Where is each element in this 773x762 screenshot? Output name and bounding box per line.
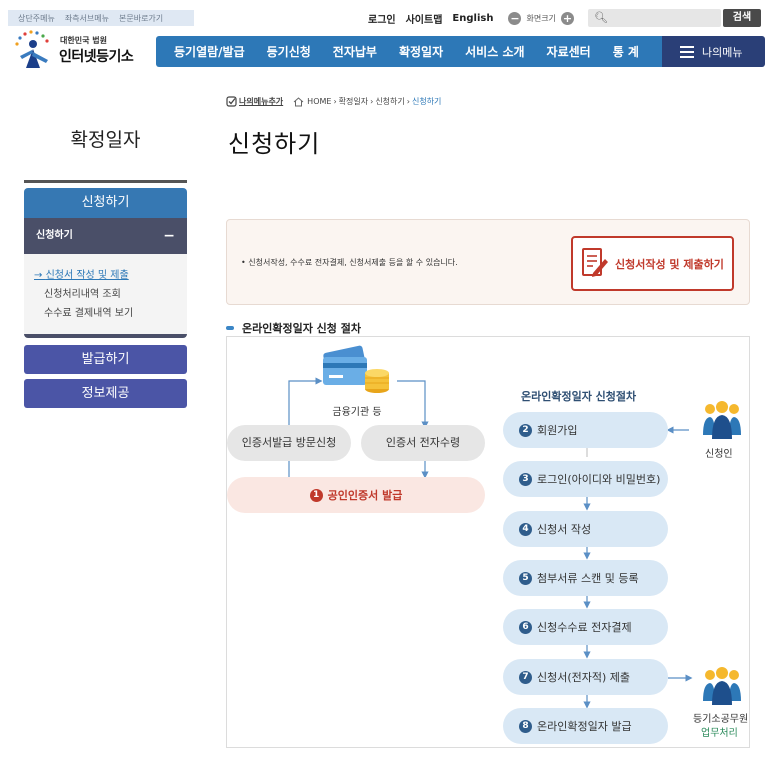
sidebar-item-payment-history[interactable]: 수수료 결제내역 보기 (44, 308, 134, 319)
zoom-out-button[interactable]: − (508, 11, 522, 25)
step-number: 1 (309, 488, 323, 502)
info-box: • 신청서작성, 수수료 전자결제, 신청서제출 등을 할 수 있습니다. 신청… (226, 219, 750, 305)
main-nav: 등기열람/발급 등기신청 전자납부 확정일자 서비스 소개 자료센터 통 계 (156, 36, 662, 67)
zoom-in-button[interactable]: + (560, 11, 574, 25)
sitemap-link[interactable]: 사이트맵 (405, 14, 443, 26)
breadcrumb-item[interactable]: 신청하기 (375, 97, 405, 106)
skip-link-sub-menu[interactable]: 좌측서브메뉴 (64, 13, 109, 23)
nav-resource-center[interactable]: 자료센터 (546, 45, 591, 59)
logo-subtitle: 대한민국 법원 (60, 36, 107, 45)
procedure-diagram: 금융기관 등 인증서발급 방문신청 인증서 전자수령 1 공인인증서 발급 온라… (226, 336, 750, 748)
zoom-control: − 화면크기 + (503, 11, 578, 25)
site-logo[interactable]: 대한민국 법원 인터넷등기소 (12, 30, 152, 70)
document-pen-icon (582, 247, 608, 277)
officers-group-icon (703, 667, 741, 705)
people-group-icon (703, 401, 741, 439)
skip-links: 상단주메뉴 좌측서브메뉴 본문바로가기 (8, 10, 194, 26)
nav-e-payment[interactable]: 전자납부 (332, 45, 377, 59)
hamburger-icon (680, 43, 694, 61)
sidebar-sub-label: 신청하기 (36, 230, 73, 241)
english-link[interactable]: English (452, 12, 494, 24)
utility-bar: 로그인 사이트맵 English − 화면크기 + (368, 8, 595, 28)
home-icon (293, 96, 304, 106)
sidebar-item-history[interactable]: 신청처리내역 조회 (44, 289, 121, 300)
sidebar-divider (24, 180, 187, 183)
nav-fixed-date[interactable]: 확정일자 (398, 45, 444, 59)
breadcrumb-home[interactable]: HOME (307, 97, 332, 106)
nav-registry-view[interactable]: 등기열람/발급 (174, 45, 245, 59)
sidebar-item-issue[interactable]: 발급하기 (24, 345, 187, 374)
login-link[interactable]: 로그인 (368, 14, 396, 26)
my-menu-button[interactable]: 나의메뉴 (662, 36, 765, 67)
sidebar-head-apply[interactable]: 신청하기 (24, 188, 187, 218)
nav-service-intro[interactable]: 서비스 소개 (465, 45, 525, 59)
officer-task-label: 업무처리 (701, 728, 738, 739)
applicant-label: 신청인 (705, 449, 733, 460)
my-menu-label: 나의메뉴 (702, 45, 743, 59)
skip-link-content[interactable]: 본문바로가기 (118, 13, 164, 23)
zoom-label: 화면크기 (526, 13, 556, 23)
bullet-icon (226, 326, 234, 330)
sidebar-item-write-submit[interactable]: → 신청서 작성 및 제출 (34, 270, 129, 281)
breadcrumb-current: 신청하기 (411, 97, 442, 106)
add-favorite-link[interactable]: 나의메뉴추가 (239, 97, 284, 106)
search-input[interactable]: 🔍︎ (588, 9, 721, 27)
collapse-icon[interactable]: − (163, 228, 175, 244)
visit-apply-step: 인증서발급 방문신청 (227, 425, 351, 461)
info-text: • 신청서작성, 수수료 전자결제, 신청서제출 등을 할 수 있습니다. (241, 258, 458, 267)
court-emblem-icon (15, 30, 49, 68)
officer-label: 등기소공무원 (693, 714, 749, 725)
cert-issue-step: 1 공인인증서 발급 (227, 477, 485, 513)
page-title: 신청하기 (228, 130, 321, 158)
logo-title: 인터넷등기소 (59, 49, 134, 65)
procedure-connectors (288, 377, 693, 709)
breadcrumb-item[interactable]: 확정일자 (338, 97, 369, 106)
sidebar-sub-apply[interactable]: 신청하기 − (24, 218, 187, 254)
apply-submit-button[interactable]: 신청서작성 및 제출하기 (571, 236, 734, 291)
credit-card-coins-icon (323, 345, 389, 393)
search-icon: 🔍︎ (594, 11, 608, 24)
skip-link-top-menu[interactable]: 상단주메뉴 (18, 13, 55, 23)
apply-submit-label: 신청서작성 및 제출하기 (615, 257, 724, 271)
sidebar-bottom-bar (24, 334, 187, 338)
breadcrumb: 나의메뉴추가 HOME › 확정일자 › 신청하기 › 신청하기 (226, 96, 441, 107)
section-title: 온라인확정일자 신청 절차 (226, 320, 361, 336)
sidebar-item-info[interactable]: 정보제공 (24, 379, 187, 408)
sidebar-submenu: → 신청서 작성 및 제출 신청처리내역 조회 수수료 결제내역 보기 (24, 254, 187, 334)
checkbox-icon (226, 96, 237, 107)
sidebar-title: 확정일자 (70, 129, 141, 151)
online-receive-step: 인증서 전자수령 (361, 425, 485, 461)
procedure-heading: 온라인확정일자 신청절차 (521, 390, 637, 403)
nav-registry-apply[interactable]: 등기신청 (266, 45, 311, 59)
finance-label: 금융기관 등 (332, 407, 382, 418)
nav-statistics[interactable]: 통 계 (612, 45, 639, 59)
search-button[interactable]: 검색 (723, 9, 761, 27)
